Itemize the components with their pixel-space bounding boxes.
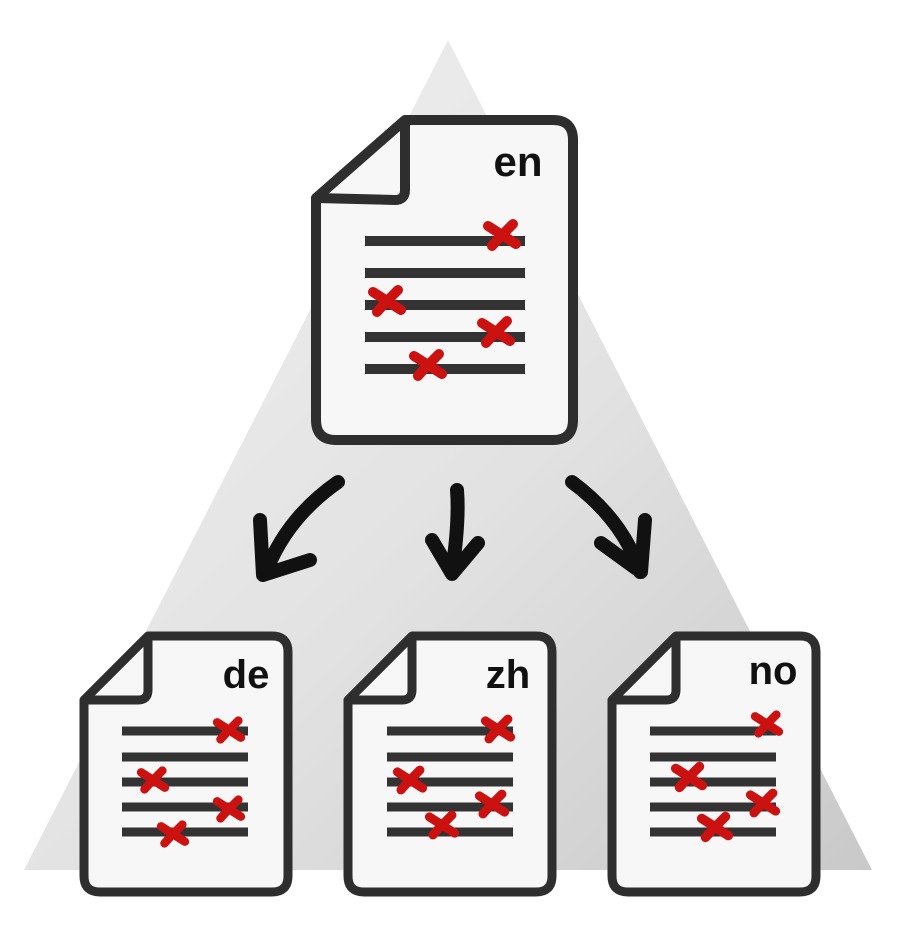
curved-arrow-icon — [253, 475, 345, 582]
target-language-label: zh — [486, 653, 530, 697]
target-document-no: no — [607, 631, 821, 897]
target-document-zh: zh — [343, 631, 557, 897]
document-fold — [84, 636, 153, 705]
target-document-de: de — [79, 631, 293, 897]
curved-arrow-icon — [425, 483, 485, 581]
target-language-label: de — [223, 653, 270, 697]
document-fold — [348, 636, 417, 705]
source-document: en — [311, 115, 578, 445]
arrows — [253, 475, 652, 582]
source-language-label: en — [493, 138, 542, 185]
curved-arrow-icon — [565, 475, 652, 579]
target-language-label: no — [749, 649, 798, 693]
document-fold — [612, 636, 681, 705]
document-fold — [315, 120, 410, 205]
